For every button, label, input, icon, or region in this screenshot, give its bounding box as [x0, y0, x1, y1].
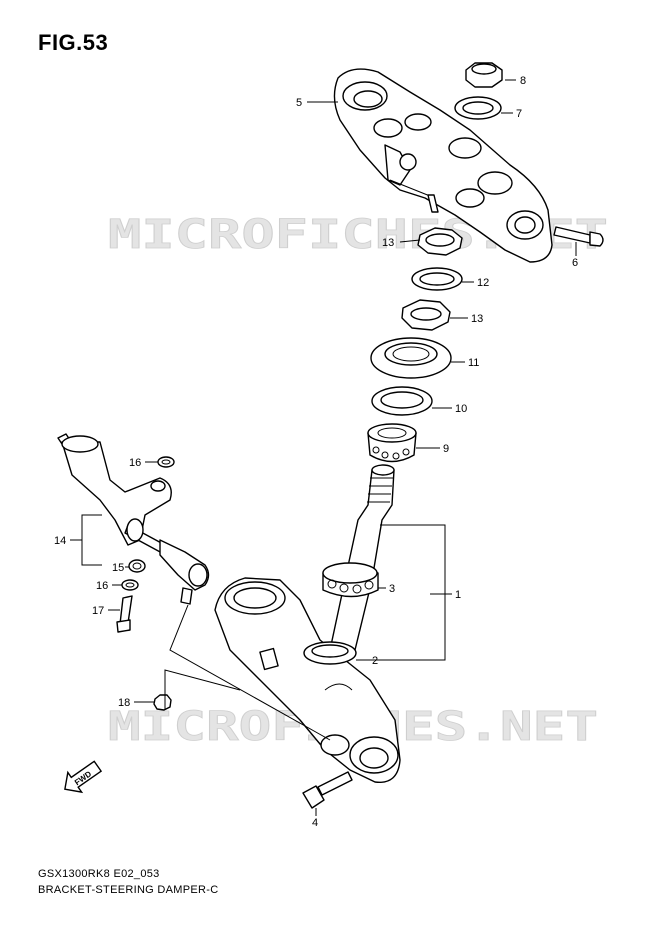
- upper-bearing-part: [367, 423, 417, 463]
- clamp-bolt-part: [553, 226, 604, 247]
- washer-16-upper: [157, 456, 175, 468]
- forward-arrow-icon: FWD: [64, 760, 103, 794]
- steering-stem-part: [214, 464, 401, 784]
- callout-6: 6: [572, 257, 578, 269]
- washer-part: [454, 96, 502, 120]
- callout-8: 8: [520, 75, 526, 87]
- stem-bolt-part: [302, 771, 353, 809]
- bearing-race-part: [371, 386, 433, 416]
- callout-12: 12: [477, 277, 489, 289]
- lock-nut-upper-part: [417, 227, 463, 256]
- dust-seal-part: [370, 337, 452, 379]
- figure-title: FIG.53: [38, 30, 109, 55]
- callout-1: 1: [455, 589, 461, 601]
- callout-15: 15: [112, 562, 124, 574]
- callout-16-lower: 16: [96, 580, 108, 592]
- stem-nut-part: [465, 62, 503, 88]
- small-fasteners-group: [116, 456, 175, 711]
- callout-10: 10: [455, 403, 467, 415]
- callout-9: 9: [443, 443, 449, 455]
- callout-17: 17: [92, 605, 104, 617]
- callout-14: 14: [54, 535, 66, 547]
- upper-bracket-part: [333, 68, 553, 263]
- callout-4: 4: [312, 817, 318, 829]
- bushing-15: [128, 559, 146, 573]
- lower-bearing-part: [322, 562, 379, 598]
- callout-5: 5: [296, 97, 302, 109]
- washer-lock-part: [411, 267, 463, 291]
- callout-7: 7: [516, 108, 522, 120]
- callout-labels: 5 8 7 6 13 12 13 11 10 9 1 3 2 4 14 16 1…: [54, 75, 578, 829]
- lower-dust-seal-part: [303, 641, 357, 665]
- lock-nut-lower-part: [401, 299, 451, 331]
- watermark-group: MICROFICHES.NET MICROFICHES.NET: [108, 212, 609, 751]
- diagram-caption: BRACKET-STEERING DAMPER-C: [38, 884, 219, 896]
- washer-16-lower: [121, 579, 139, 591]
- callout-16-upper: 16: [129, 457, 141, 469]
- callout-18: 18: [118, 697, 130, 709]
- callout-13-lower: 13: [471, 313, 483, 325]
- callout-2: 2: [372, 655, 378, 667]
- nut-18: [153, 694, 172, 711]
- leader-lines: [70, 79, 577, 816]
- callout-3: 3: [389, 583, 395, 595]
- callout-13-upper: 13: [382, 237, 394, 249]
- callout-11: 11: [468, 357, 479, 369]
- steering-damper-part: [57, 433, 210, 605]
- diagram-code: GSX1300RK8 E02_053: [38, 868, 160, 880]
